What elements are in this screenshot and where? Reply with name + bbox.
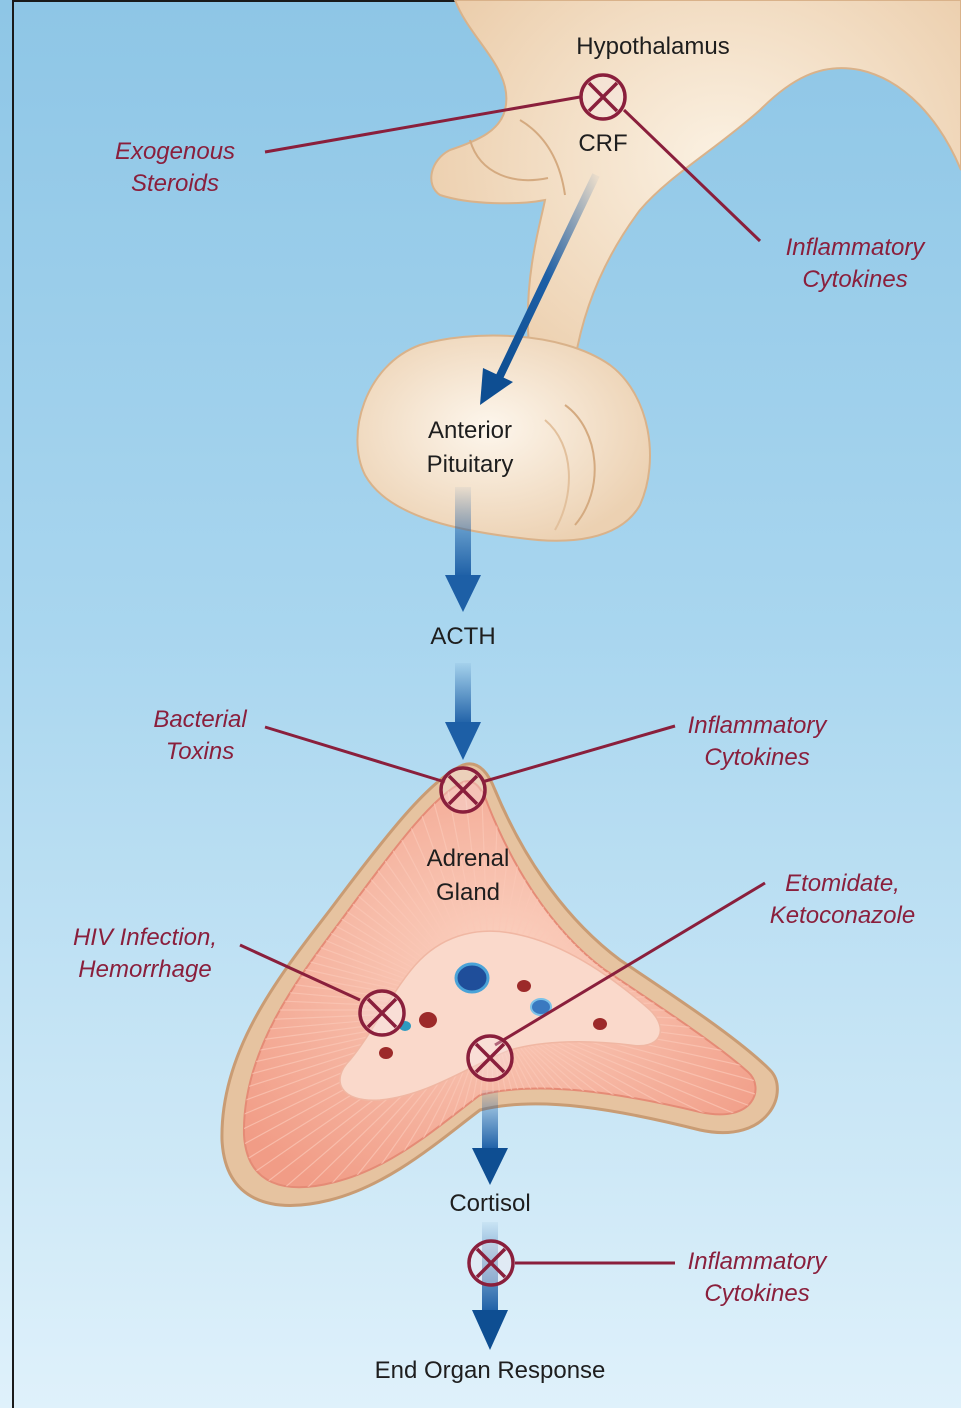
cortisol-label: Cortisol — [420, 1187, 560, 1221]
anterior-pituitary-line-2: Pituitary — [390, 448, 550, 482]
end-organ-cytokines-line-2: Cytokines — [662, 1278, 852, 1310]
acth-arrow-lower — [445, 663, 481, 760]
circle-x-icon — [581, 75, 625, 119]
anterior-pituitary-label: Anterior Pituitary — [390, 414, 550, 482]
circle-x-icon — [469, 1241, 513, 1285]
hiv-hemorrhage-line-2: Hemorrhage — [50, 954, 240, 986]
hypothalamus-cytokines-line-2: Cytokines — [760, 264, 950, 296]
circle-x-icon — [441, 768, 485, 812]
adrenal-gland-label: Adrenal Gland — [393, 842, 543, 910]
crf-label: CRF — [563, 127, 643, 161]
etomidate-line-2: Ketoconazole — [745, 900, 940, 932]
bacterial-toxins-label: Bacterial Toxins — [120, 704, 280, 768]
adrenal-cytokines-line-2: Cytokines — [662, 742, 852, 774]
end-organ-response-label: End Organ Response — [330, 1354, 650, 1388]
exogenous-steroids-line-1: Exogenous — [90, 136, 260, 168]
adrenal-gland-line-2: Gland — [393, 876, 543, 910]
end-organ-cytokines-label: Inflammatory Cytokines — [662, 1246, 852, 1310]
circle-x-icon — [360, 991, 404, 1035]
hypothalamus-cytokines-label: Inflammatory Cytokines — [760, 232, 950, 296]
hiv-hemorrhage-line-1: HIV Infection, — [50, 922, 240, 954]
end-organ-cytokines-line-1: Inflammatory — [662, 1246, 852, 1278]
exogenous-steroids-label: Exogenous Steroids — [90, 136, 260, 200]
hypothalamus-label: Hypothalamus — [548, 30, 758, 64]
etomidate-line-1: Etomidate, — [745, 868, 940, 900]
hiv-hemorrhage-label: HIV Infection, Hemorrhage — [50, 922, 240, 986]
hypothalamus-cytokines-line-1: Inflammatory — [760, 232, 950, 264]
bacterial-toxins-line-2: Toxins — [120, 736, 280, 768]
adrenal-cytokines-line-1: Inflammatory — [662, 710, 852, 742]
acth-label: ACTH — [413, 620, 513, 654]
circle-x-icon — [468, 1036, 512, 1080]
exogenous-steroids-line-2: Steroids — [90, 168, 260, 200]
adrenal-cytokines-label: Inflammatory Cytokines — [662, 710, 852, 774]
anterior-pituitary-line-1: Anterior — [390, 414, 550, 448]
bacterial-toxins-line-1: Bacterial — [120, 704, 280, 736]
adrenal-gland-line-1: Adrenal — [393, 842, 543, 876]
etomidate-ketoconazole-label: Etomidate, Ketoconazole — [745, 868, 940, 932]
